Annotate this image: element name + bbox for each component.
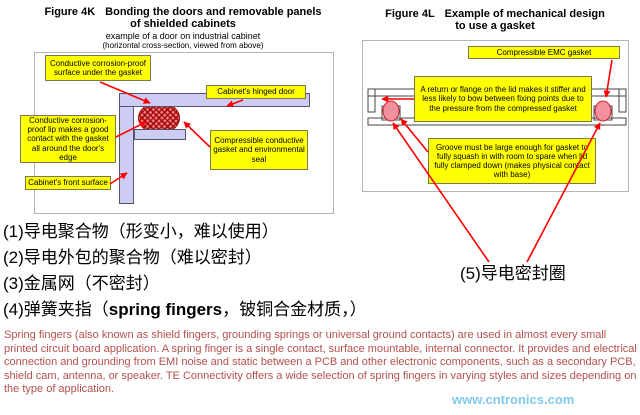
- fig4l-label: Figure 4L: [385, 8, 435, 20]
- watermark: www.cntronics.com: [452, 392, 575, 407]
- fig4k-title-line2: of shielded cabinets: [130, 18, 236, 30]
- spring-fingers-paragraph: Spring fingers (also known as shield fin…: [4, 329, 637, 395]
- fig4l-callout-flange: A return or flange on the lid makes it s…: [414, 76, 592, 122]
- fig4k-cabinet-front-surface-shape: [119, 96, 134, 204]
- fig4k-subtitle1: example of a door on industrial cabinet: [105, 31, 261, 41]
- note-item-1: (1)导电聚合物（形变小，难以使用）: [3, 222, 279, 241]
- note-item-2: (2)导电外包的聚合物（难以密封）: [3, 248, 262, 267]
- fig4k-callout-front: Cabinet's front surface: [25, 176, 111, 190]
- fig4k-label: Figure 4K: [44, 6, 96, 18]
- fig4l-callout-emc-gasket: Compressible EMC gasket: [468, 46, 620, 59]
- fig4l-title: Figure 4L Example of mechanical design: [358, 8, 632, 20]
- notes-list: (1)导电聚合物（形变小，难以使用） (2)导电外包的聚合物（难以密封） (3)…: [3, 219, 463, 323]
- fig4k-lip-shape: [134, 129, 186, 140]
- fig4l-title-line1: Example of mechanical design: [444, 8, 605, 20]
- fig4k-title-line1: Bonding the doors and removable panels: [105, 6, 322, 18]
- fig4l-callout-groove: Groove must be large enough for gasket t…: [428, 138, 596, 184]
- fig4k-title: Figure 4K Bonding the doors and removable…: [30, 6, 336, 18]
- note-item-4-bold: spring fingers: [108, 300, 223, 319]
- fig4l-frame: [362, 40, 629, 192]
- note-item-3: (3)金属网（不密封）: [3, 274, 160, 293]
- note-item-4: (4)弹簧夹指（spring fingers，铍铜合金材质，）: [3, 297, 463, 323]
- fig4k-callout-gasket: Compressible conductive gasket and envir…: [210, 130, 308, 170]
- fig4k-callout-surface: Conductive corrosion-proof surface under…: [45, 55, 151, 81]
- note-item-4-pre: (4)弹簧夹指（: [3, 300, 109, 319]
- fig4k-callout-lip: Conductive corrosion-proof lip makes a g…: [20, 115, 116, 163]
- note-item-5: (5)导电密封圈: [460, 264, 566, 283]
- fig4l-title-line2: to use a gasket: [455, 20, 535, 32]
- fig4k-subtitle2: (horizontal cross-section, viewed from a…: [102, 41, 264, 50]
- fig4k-callout-door: Cabinet's hinged door: [206, 85, 306, 99]
- note-item-4-post: ，铍铜合金材质，）: [222, 300, 367, 319]
